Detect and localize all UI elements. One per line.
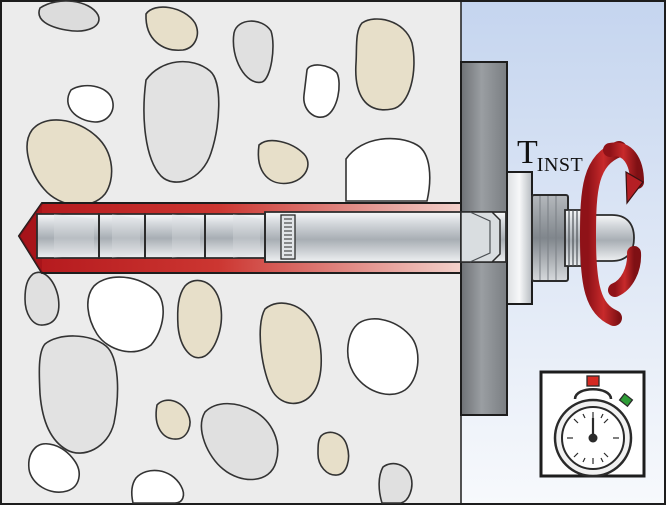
shaft-marking-band	[280, 214, 296, 260]
stone-14	[259, 302, 322, 405]
torque-arrow-body	[579, 141, 627, 326]
anchor-assembly	[36, 194, 635, 282]
stone-16	[38, 335, 119, 454]
stone-2	[145, 6, 199, 51]
stone-12	[87, 276, 164, 353]
stopwatch-icon	[553, 375, 634, 478]
stone-8	[143, 60, 220, 183]
stone-20	[27, 443, 80, 493]
tick-4	[603, 452, 609, 458]
stone-22	[378, 462, 413, 504]
cone-highlight-3	[172, 214, 200, 258]
stone-10	[345, 137, 431, 202]
tick-8	[573, 452, 579, 458]
tick-5	[600, 457, 604, 463]
stone-1	[38, 0, 100, 32]
torque-label-subscript: INST	[536, 154, 584, 176]
hex-nut	[531, 194, 569, 282]
nut-shading-lines	[539, 196, 557, 280]
tightening-torque-indicator	[579, 141, 644, 326]
stone-3	[232, 20, 274, 83]
torque-label-main: T	[517, 134, 538, 171]
tick-7	[582, 457, 586, 463]
torque-label: TINST	[517, 134, 583, 176]
stopwatch-side-button	[618, 392, 634, 408]
stone-11	[24, 271, 60, 326]
tick-1	[600, 413, 604, 419]
stone-15	[346, 318, 419, 396]
stone-9	[257, 139, 309, 185]
stone-19	[317, 431, 350, 476]
stone-7	[26, 119, 113, 206]
stone-4	[303, 64, 340, 118]
sleeve-slot-outline	[469, 211, 491, 263]
stopwatch-icon-panel	[539, 370, 646, 478]
stone-17	[155, 399, 191, 440]
tick-11	[582, 413, 586, 419]
torque-arrow-bottom	[608, 246, 642, 297]
concrete-aggregate	[24, 0, 431, 504]
washer	[506, 171, 533, 305]
cone-highlight-1	[54, 214, 94, 258]
stone-13	[176, 279, 223, 359]
bolt-end	[589, 214, 635, 262]
tick-10	[573, 418, 579, 424]
stopwatch-top-loop	[573, 388, 613, 400]
stopwatch-ticks	[567, 412, 619, 464]
tick-2	[603, 418, 609, 424]
stone-18	[200, 402, 279, 481]
torque-arrow-top	[603, 142, 644, 189]
shaft-marking-ticks	[284, 218, 292, 256]
stone-6	[67, 84, 114, 123]
stopwatch-start-button	[586, 375, 600, 387]
cone-highlight-2	[112, 214, 140, 258]
torque-arrow-head	[625, 170, 644, 205]
stopwatch-center	[588, 433, 598, 443]
stone-5	[354, 18, 415, 111]
stone-21	[130, 469, 185, 504]
cone-highlight-4	[233, 214, 260, 258]
expansion-sleeve	[460, 211, 501, 263]
